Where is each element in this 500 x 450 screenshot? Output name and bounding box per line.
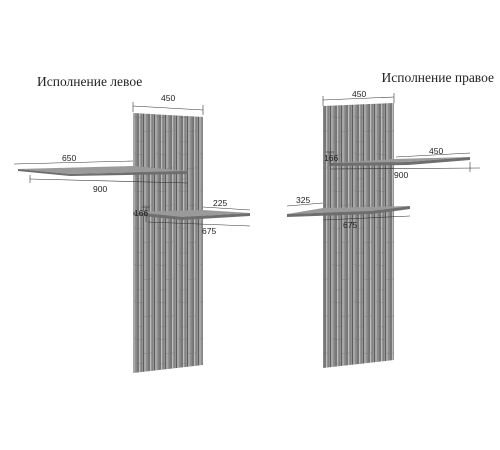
left-shelf-short-total-label: 675 — [202, 226, 216, 236]
right-shelf-long-side-label: 450 — [429, 146, 443, 156]
left-panel-width-dim: 450 — [132, 93, 204, 115]
left-shelf-long-front-label: 650 — [62, 153, 76, 163]
left-panel-grain — [133, 113, 203, 373]
left-upper-shelf-dims: 650 900 — [13, 153, 189, 194]
right-panel-width-label: 450 — [352, 89, 366, 99]
right-panel-grain — [323, 103, 394, 368]
left-shelf-long-total-label: 900 — [93, 184, 107, 194]
left-lower-shelf — [133, 210, 250, 220]
right-variant: Исполнение правое 450 450 900 — [286, 70, 494, 368]
right-panel-width-dim: 450 — [322, 89, 395, 106]
left-upper-shelf — [18, 166, 188, 176]
left-variant: Исполнение левое 450 650 900 — [13, 74, 251, 373]
left-shelf-gap-label: 166 — [134, 208, 148, 218]
left-lower-shelf-dims: 225 675 — [147, 198, 251, 236]
right-variant-title: Исполнение правое — [382, 70, 494, 85]
right-shelf-gap-label: 166 — [324, 153, 338, 163]
right-upper-shelf-dims: 450 900 — [329, 146, 481, 180]
right-shelf-short-side-label: 325 — [296, 195, 310, 205]
left-shelf-short-side-label: 225 — [213, 198, 227, 208]
right-upper-shelf — [330, 157, 470, 166]
right-lower-shelf — [287, 206, 410, 217]
right-shelf-long-total-label: 900 — [394, 170, 408, 180]
left-variant-title: Исполнение левое — [37, 74, 142, 89]
left-panel-width-label: 450 — [161, 93, 175, 103]
left-shelf-gap-dim: 166 — [134, 206, 150, 222]
right-shelf-short-total-label: 675 — [343, 220, 357, 230]
right-lower-shelf-dims: 325 675 — [286, 195, 411, 230]
right-shelf-gap-dim: 166 — [324, 151, 338, 166]
